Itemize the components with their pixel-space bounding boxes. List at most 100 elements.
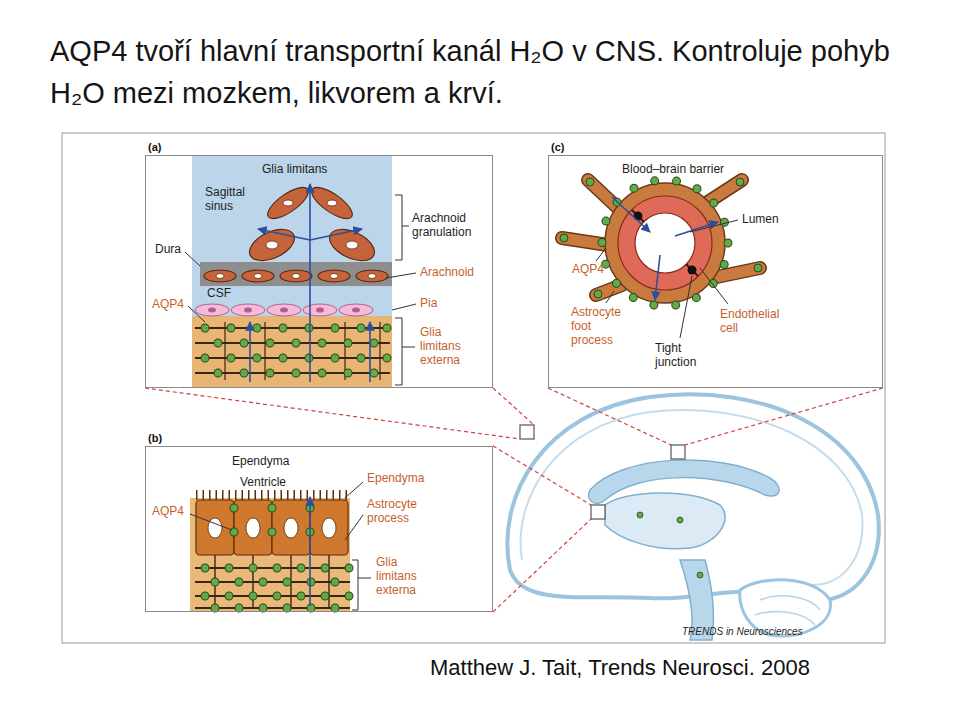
meninges-illustration	[249, 322, 251, 382]
meninges-illustration	[188, 306, 205, 322]
brain-outline	[507, 394, 878, 640]
brain-outline	[677, 517, 683, 523]
meninges-illustration	[263, 182, 313, 224]
meninges-illustration	[369, 322, 371, 382]
brain-outline	[637, 512, 643, 518]
zoom-leader	[548, 388, 883, 445]
meninges-illustration	[280, 308, 288, 313]
ependyma-illustration	[310, 500, 348, 555]
ependyma-illustration	[190, 482, 371, 611]
zoom-leader	[145, 388, 883, 612]
callout-label: Blood–brain barrier	[622, 163, 724, 177]
blood-vessel-illustration	[606, 291, 614, 303]
ependyma-illustration	[322, 518, 336, 538]
meninges-illustration	[204, 270, 236, 282]
meninges-illustration	[208, 308, 360, 313]
meninges-illustration	[208, 308, 216, 313]
callout-label: Ventricle	[240, 476, 286, 490]
callout-label: Dura	[155, 243, 181, 257]
meninges-illustration	[356, 270, 388, 282]
blood-vessel-illustration	[754, 264, 762, 272]
meninges-illustration	[254, 274, 262, 279]
brain-outline	[755, 596, 820, 625]
meninges-illustration	[185, 156, 416, 387]
callout-label: Tight junction	[655, 342, 705, 370]
blood-vessel-illustration	[632, 210, 698, 276]
ependyma-illustration	[309, 497, 311, 606]
meninges-illustration	[266, 241, 278, 249]
panel-letter: (c)	[551, 141, 564, 153]
blood-vessel-illustration	[612, 197, 718, 300]
meninges-illustration	[352, 308, 360, 313]
brain-outline	[605, 493, 725, 549]
meninges-illustration	[283, 200, 293, 206]
callout-label: Lumen	[742, 213, 779, 227]
ependyma-illustration	[195, 568, 350, 608]
brain-outline	[521, 410, 863, 585]
meninges-illustration	[346, 241, 358, 249]
brain-outline	[637, 512, 703, 578]
blood-vessel-illustration	[562, 180, 760, 295]
meninges-illustration	[250, 184, 370, 382]
meninges-illustration	[205, 328, 390, 373]
blood-vessel-illustration	[655, 255, 660, 300]
callout-label: Glia limitans externa	[376, 556, 428, 597]
meninges-illustration	[330, 274, 338, 279]
callout-label: Astrocyte process	[367, 498, 429, 526]
meninges-illustration	[368, 274, 376, 279]
ependyma-illustration	[190, 482, 371, 610]
meninges-illustration	[258, 229, 310, 240]
meninges-illustration	[280, 270, 312, 282]
blood-vessel-illustration	[700, 268, 728, 304]
meninges-illustration	[185, 195, 416, 385]
zoom-leader	[145, 388, 534, 439]
ependyma-illustration	[205, 508, 350, 608]
meninges-illustration	[242, 270, 274, 282]
panel-letter: (a)	[148, 141, 161, 153]
meninges-illustration	[267, 304, 301, 316]
callout-label: Pia	[420, 297, 437, 311]
meninges-illustration	[327, 200, 337, 206]
callout-label: AQP4	[152, 505, 184, 519]
meninges-illustration	[225, 322, 380, 380]
ependyma-illustration	[205, 508, 350, 608]
zoom-leader	[493, 446, 591, 612]
blood-vessel-illustration	[602, 180, 728, 306]
blood-vessel-illustration	[690, 220, 738, 232]
blood-vessel-illustration	[736, 178, 744, 186]
journal-watermark: TRENDS in Neurosciences	[682, 626, 803, 638]
meninges-illustration	[244, 308, 252, 313]
meninges-illustration	[325, 223, 379, 267]
callout-label: Glia limitans	[262, 163, 327, 177]
brain-outline	[697, 572, 703, 578]
callout-label: Ependyma	[232, 455, 289, 469]
meninges-illustration	[245, 223, 299, 267]
callout-label: CSF	[207, 287, 231, 301]
ependyma-illustration	[246, 518, 260, 538]
ependyma-illustration	[205, 508, 350, 608]
ependyma-illustration	[190, 514, 232, 530]
blood-vessel-illustration	[586, 178, 594, 186]
ependyma-illustration	[352, 560, 371, 610]
slide-title: AQP4 tvoří hlavní transportní kanál H₂O …	[50, 30, 890, 114]
blood-vessel-illustration	[562, 180, 760, 295]
blood-vessel-illustration	[680, 276, 692, 338]
meninges-illustration	[216, 274, 224, 279]
blood-vessel-illustration	[675, 222, 718, 236]
blood-vessel-illustration	[560, 178, 762, 298]
blood-vessel-illustration	[612, 197, 650, 232]
brain-outline	[591, 505, 605, 519]
meninges-illustration	[192, 156, 392, 318]
meninges-illustration	[310, 229, 362, 240]
ependyma-illustration	[284, 518, 298, 538]
blood-vessel-illustration	[605, 183, 725, 303]
ependyma-illustration	[345, 482, 363, 498]
blood-vessel-illustration	[594, 290, 602, 298]
blood-vessel-illustration	[560, 234, 568, 242]
meninges-illustration	[216, 200, 376, 279]
meninges-illustration	[195, 304, 373, 316]
callout-label: Sagittal sinus	[205, 186, 261, 214]
meninges-illustration	[303, 304, 337, 316]
blood-vessel-illustration	[688, 266, 697, 275]
meninges-illustration	[192, 316, 392, 387]
